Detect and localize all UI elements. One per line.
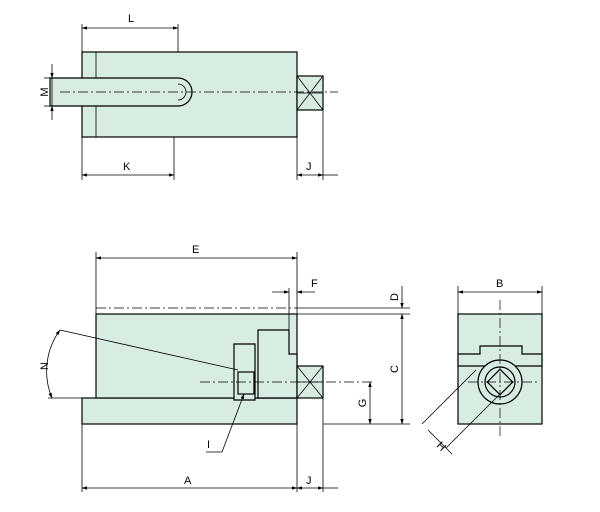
label-F: F <box>311 278 318 290</box>
label-D: D <box>389 293 401 301</box>
label-J-bottom: J <box>306 475 312 487</box>
label-E: E <box>192 244 199 256</box>
top-slot-screw <box>177 83 187 101</box>
top-view: L M K J <box>39 13 338 180</box>
leader-I <box>206 393 245 453</box>
label-B: B <box>496 278 503 290</box>
front-clamp-screw <box>237 371 255 395</box>
label-M: M <box>39 87 51 96</box>
dim-H <box>427 429 453 455</box>
front-base <box>81 397 298 425</box>
label-L: L <box>128 13 134 25</box>
label-I: I <box>207 439 210 451</box>
label-K: K <box>123 161 131 173</box>
dim-N <box>46 329 61 399</box>
front-view: E F D C G N I A J <box>39 244 410 492</box>
label-G: G <box>357 399 369 408</box>
side-view: B H <box>421 278 543 455</box>
label-J-top: J <box>306 161 312 173</box>
front-wedge-line <box>59 329 239 371</box>
label-N: N <box>39 362 51 370</box>
label-H: H <box>434 440 448 454</box>
label-A: A <box>184 475 192 487</box>
label-C: C <box>389 365 401 373</box>
